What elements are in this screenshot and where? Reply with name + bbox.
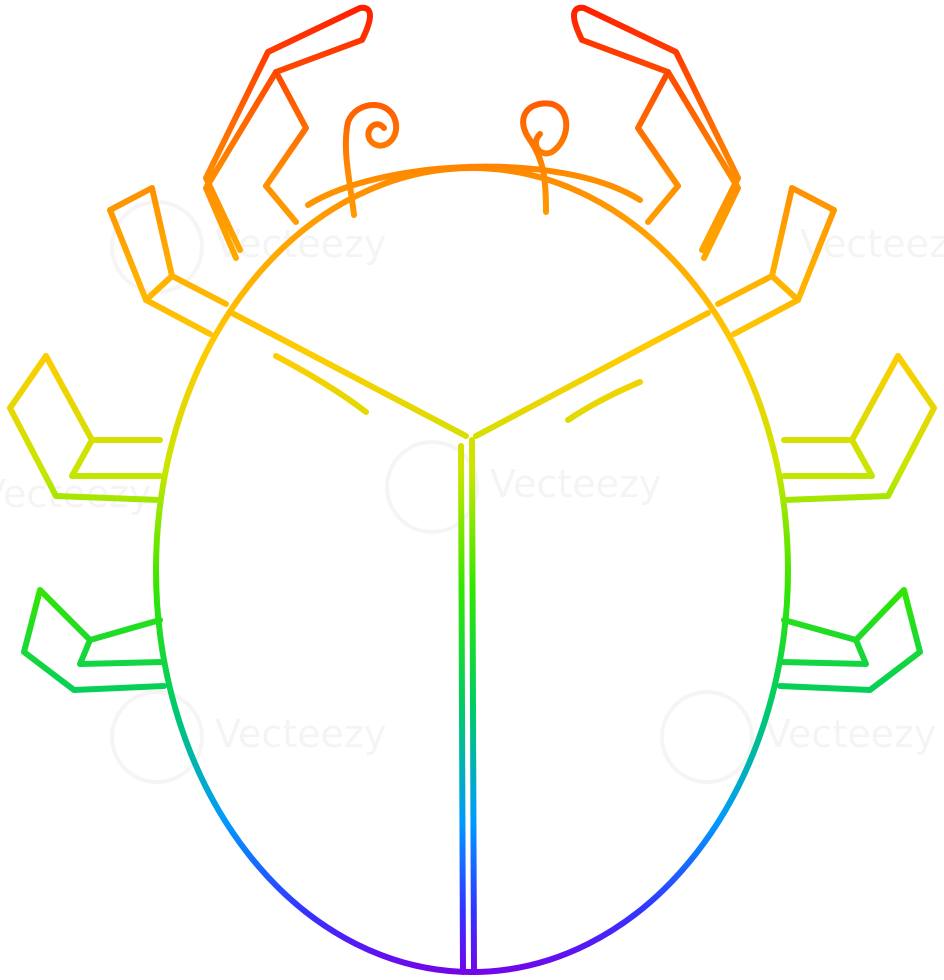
beetle-head (305, 163, 643, 208)
watermark-logo-icon (385, 440, 479, 534)
leg-middle-left-joint (69, 437, 163, 479)
wing-seam-right (469, 437, 477, 975)
watermark-logo-icon (110, 690, 204, 784)
watermark-text: Vecteezy (215, 712, 386, 756)
watermark-logo-icon (660, 690, 754, 784)
watermark-text: Vecteezy (765, 712, 936, 756)
watermark-text: Vecteezy (490, 462, 661, 506)
wing-line-left (229, 310, 469, 439)
leg-second-right-joint (769, 273, 801, 303)
antenna-right (520, 100, 570, 215)
leg-middle-left (7, 353, 163, 503)
leg-second-left-joint (143, 273, 175, 303)
leg-front-right (571, 4, 741, 261)
leg-front-right-joint (635, 69, 681, 225)
leg-middle-right-joint (781, 437, 875, 479)
antenna-left (342, 102, 400, 218)
leg-lower-right-joint (779, 637, 869, 667)
wing-line-right (473, 310, 711, 439)
leg-second-right (715, 185, 837, 337)
wing-seam-left (458, 443, 466, 975)
leg-lower-left (21, 587, 167, 693)
leg-second-left (107, 185, 229, 337)
leg-lower-left-joint (77, 637, 165, 667)
leg-front-left (203, 4, 373, 261)
leg-lower-right (777, 587, 923, 693)
leg-front-left-joint (263, 69, 309, 225)
wing-highlight-left (273, 353, 369, 415)
leg-middle-right (781, 353, 937, 503)
wing-highlight-right (565, 379, 643, 423)
